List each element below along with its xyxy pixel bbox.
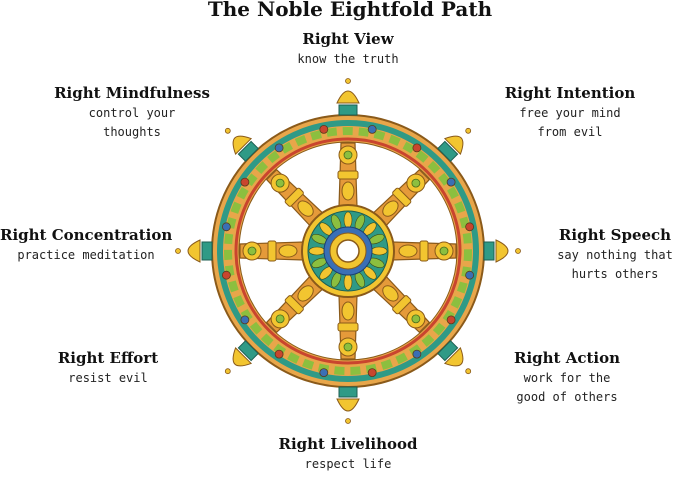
label-right-view-description: know the truth (297, 52, 399, 66)
spoke-right-intention (371, 168, 431, 228)
finial-right-intention (437, 127, 472, 162)
rim-jewel (240, 177, 250, 187)
label-right-effort-description: resist evil (68, 371, 148, 385)
label-right-concentration-description: practice meditation (17, 248, 155, 262)
rim-jewels (221, 124, 475, 378)
label-right-speech: Right Speech say nothing that hurts othe… (536, 226, 694, 284)
rim-jewel (221, 222, 231, 232)
hub-petal (343, 211, 353, 229)
hub-center (336, 239, 360, 263)
label-right-intention-description: free your mind from evil (519, 106, 621, 139)
label-right-intention-heading: Right Intention (504, 84, 636, 102)
rim-jewel (319, 124, 329, 134)
rim-jewel (412, 349, 422, 359)
label-right-view: Right View know the truth (250, 30, 446, 69)
label-right-speech-description: say nothing that hurts others (557, 248, 673, 281)
diagram-title: The Noble Eightfold Path (207, 0, 493, 21)
finial-right-action (437, 340, 472, 375)
hub-petal (370, 246, 388, 256)
finial-right-livelihood (336, 386, 360, 424)
rim-jewel (319, 368, 329, 378)
hub-petal (343, 273, 353, 291)
finial-right-concentration (175, 239, 213, 263)
rim-jewel (412, 143, 422, 153)
wheel-rim-band-green (224, 127, 472, 375)
rim-jewel (240, 315, 250, 325)
rim-jewel (446, 177, 456, 187)
label-right-mindfulness-description: control your thoughts (88, 106, 176, 139)
finial-right-speech (483, 239, 521, 263)
wheel-spokes (239, 142, 457, 360)
rim-jewel (446, 315, 456, 325)
wheel-rim-band-teal (217, 120, 479, 382)
rim-jewel (274, 349, 284, 359)
label-right-mindfulness: Right Mindfulness control your thoughts (50, 84, 214, 142)
label-right-livelihood: Right Livelihood respect life (250, 435, 446, 474)
rim-finials (175, 78, 521, 424)
finial-right-mindfulness (224, 127, 259, 162)
label-right-mindfulness-heading: Right Mindfulness (54, 84, 210, 102)
label-right-concentration: Right Concentration practice meditation (0, 226, 172, 265)
hub-petal (308, 246, 326, 256)
finial-right-view (336, 78, 360, 116)
label-right-effort: Right Effort resist evil (48, 349, 168, 388)
rim-jewel (465, 222, 475, 232)
spoke-right-speech (391, 240, 457, 262)
spoke-right-action (371, 274, 431, 334)
rim-jewel (367, 368, 377, 378)
label-right-effort-heading: Right Effort (57, 349, 159, 367)
label-right-view-heading: Right View (302, 30, 394, 48)
label-right-action: Right Action work for the good of others (500, 349, 634, 407)
label-right-speech-heading: Right Speech (558, 226, 672, 244)
finial-right-effort (224, 340, 259, 375)
rim-jewel (274, 143, 284, 153)
rim-jewel (221, 270, 231, 280)
label-right-concentration-heading: Right Concentration (0, 226, 173, 244)
spoke-right-mindfulness (265, 168, 325, 228)
rim-jewel (465, 270, 475, 280)
label-right-intention: Right Intention free your mind from evil (496, 84, 644, 142)
spoke-right-concentration (239, 240, 305, 262)
spoke-right-view (337, 142, 359, 208)
label-right-action-heading: Right Action (513, 349, 621, 367)
label-right-livelihood-heading: Right Livelihood (278, 435, 418, 453)
spoke-right-livelihood (337, 294, 359, 360)
spoke-right-effort (265, 274, 325, 334)
label-right-livelihood-description: respect life (304, 457, 392, 471)
wheel-rim-band-red (234, 137, 462, 365)
rim-jewel (367, 124, 377, 134)
label-right-action-description: work for the good of others (516, 371, 618, 404)
